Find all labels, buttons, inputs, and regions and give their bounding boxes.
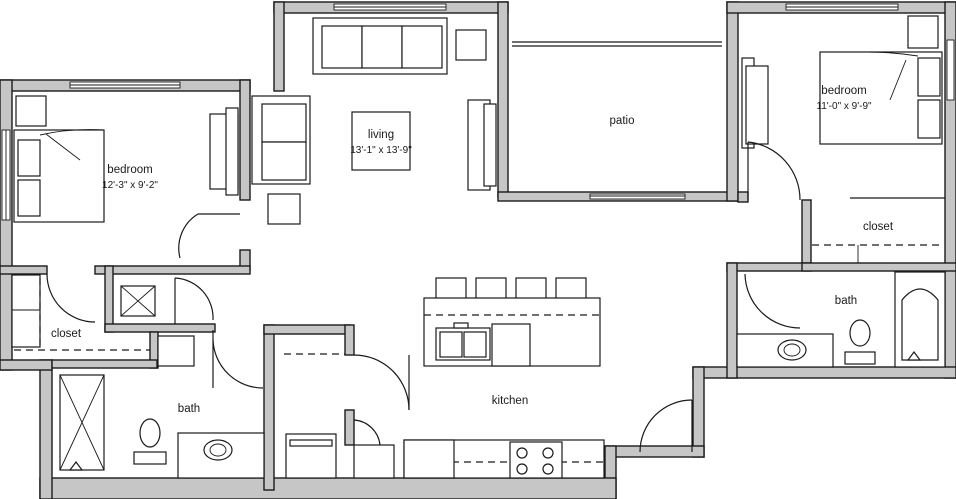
left-bath bbox=[59, 330, 265, 479]
bedroom-left-name: bedroom bbox=[107, 164, 152, 176]
patio-name: patio bbox=[610, 115, 635, 127]
right-closet bbox=[812, 197, 945, 263]
closet-right-name: closet bbox=[863, 221, 894, 233]
left-bedroom-furniture bbox=[13, 95, 240, 259]
right-bath bbox=[736, 271, 946, 368]
patio-door bbox=[512, 41, 722, 47]
bedroom-left-size: 12'-3" x 9'-2" bbox=[102, 180, 158, 191]
windows bbox=[1, 3, 955, 221]
kitchen-name: kitchen bbox=[492, 395, 528, 407]
closet-left-name: closet bbox=[51, 328, 82, 340]
bath-right-name: bath bbox=[835, 295, 857, 307]
living-furniture bbox=[251, 17, 497, 225]
bedroom-right-name: bedroom bbox=[821, 85, 866, 97]
room-labels: bedroom 12'-3" x 9'-2" living 13'-1" x 1… bbox=[51, 85, 894, 415]
living-name: living bbox=[368, 129, 394, 141]
bath-left-name: bath bbox=[178, 403, 200, 415]
bedroom-right-size: 11'-0" x 9'-9" bbox=[816, 101, 872, 112]
kitchen-fixtures bbox=[284, 277, 693, 479]
left-closet bbox=[11, 273, 214, 351]
living-size: 13'-1" x 13'-9" bbox=[350, 145, 412, 156]
right-bedroom-furniture bbox=[741, 15, 943, 201]
